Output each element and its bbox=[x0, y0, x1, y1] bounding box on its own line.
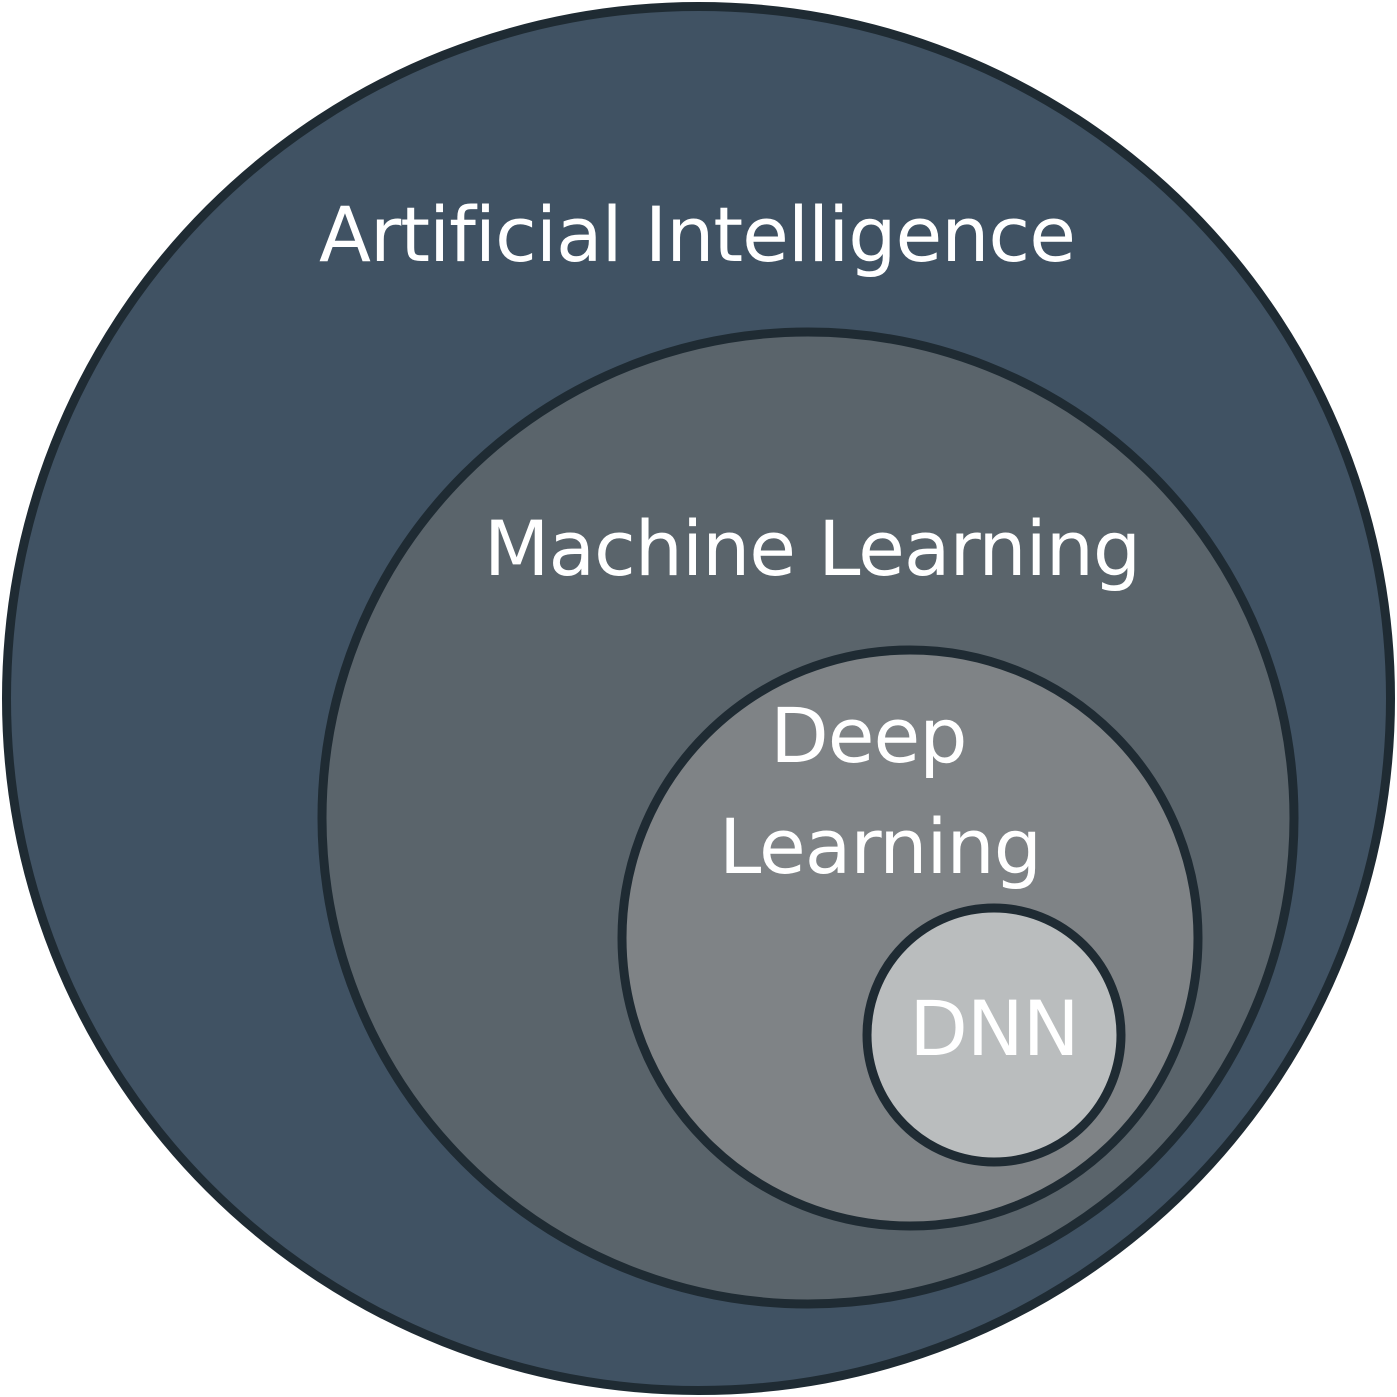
label-machine-learning: Machine Learning bbox=[484, 504, 1140, 593]
label-deep-learning: Deep Learning bbox=[719, 691, 1041, 891]
label-artificial-intelligence: Artificial Intelligence bbox=[319, 190, 1075, 279]
label-deep-learning-line-1: Deep bbox=[770, 691, 966, 780]
label-dnn: DNN bbox=[909, 984, 1078, 1073]
label-deep-learning-line-2: Learning bbox=[719, 802, 1041, 891]
circle-dnn bbox=[862, 903, 1126, 1167]
